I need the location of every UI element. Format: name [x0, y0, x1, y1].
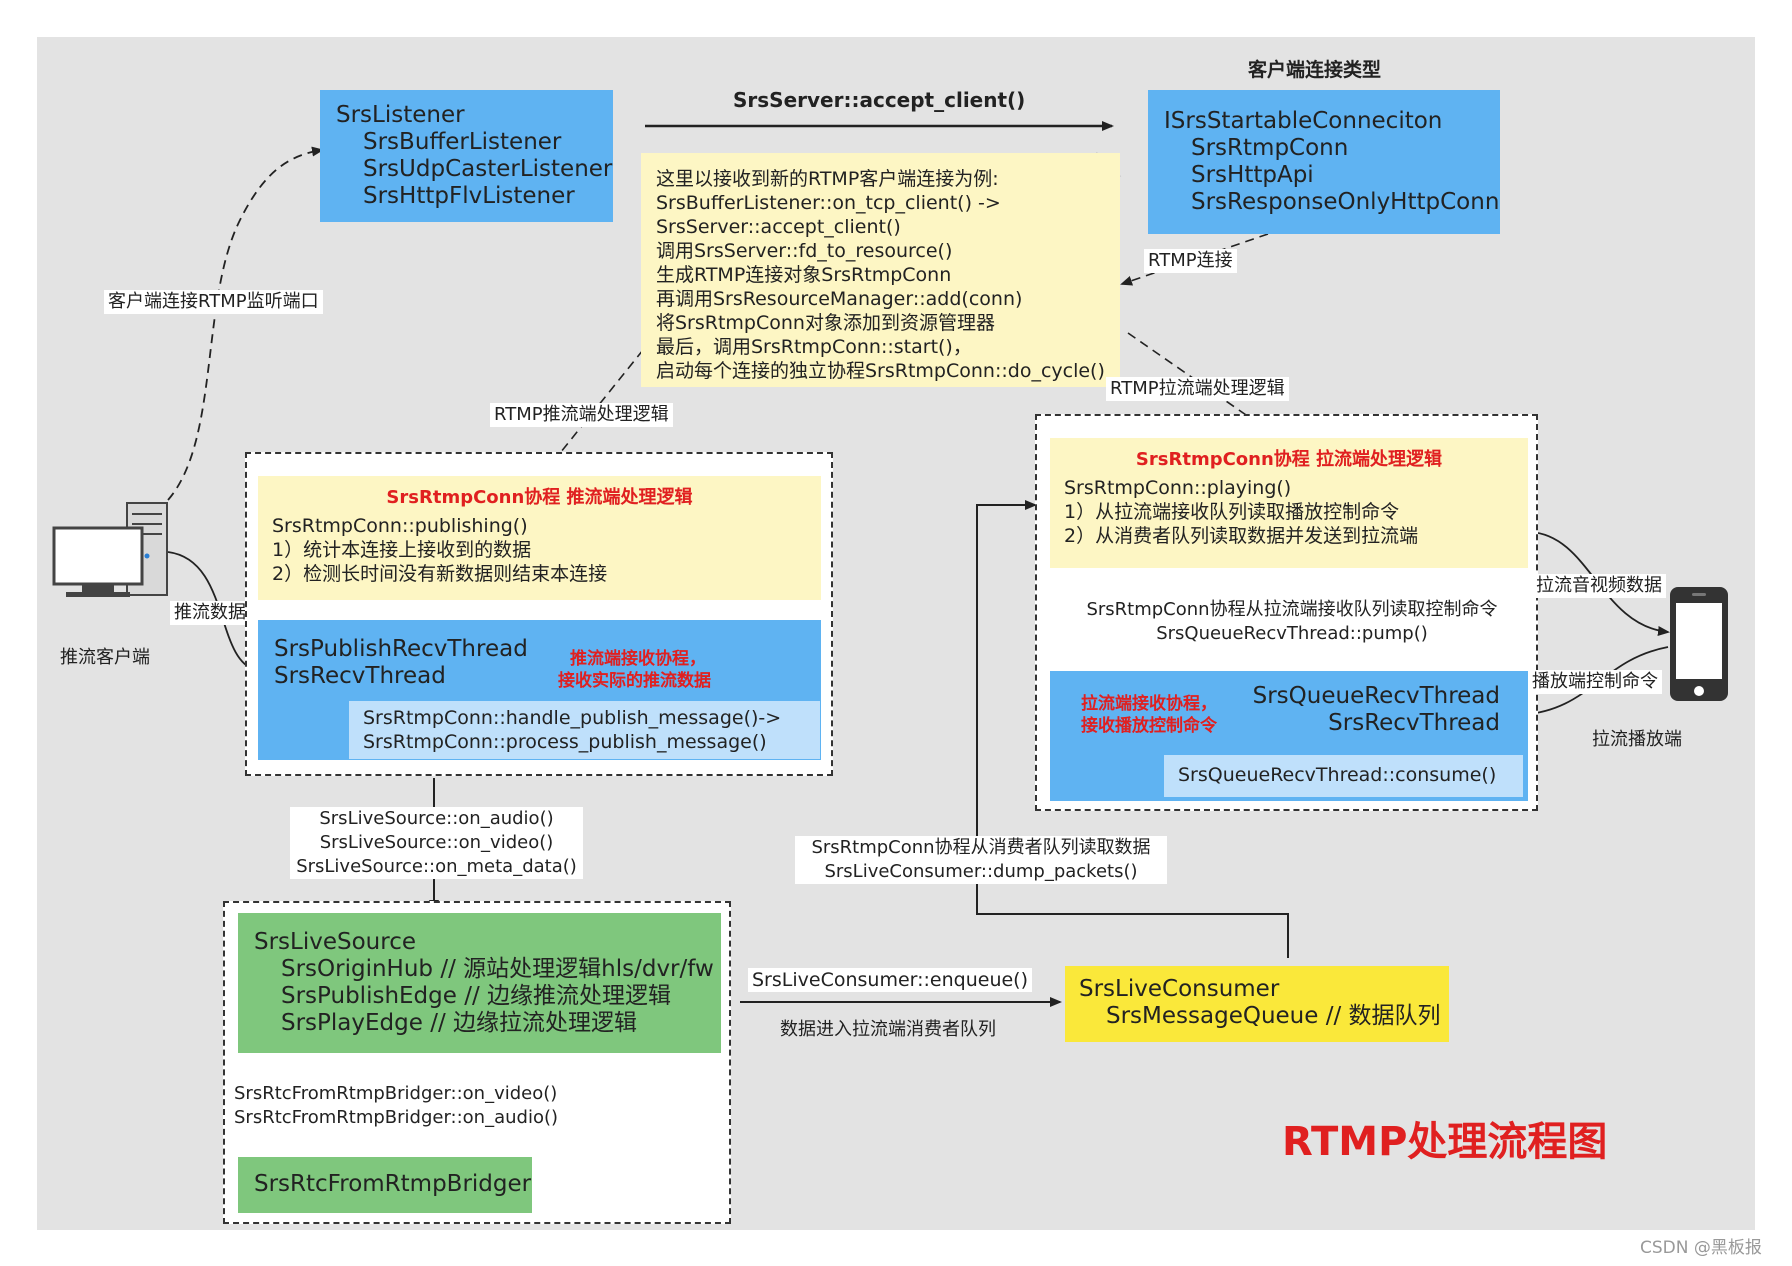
- play-thread-name: SrsRecvThread: [1328, 710, 1500, 736]
- publish-line: SrsRtmpConn::publishing(): [272, 515, 528, 537]
- conn-type-item: SrsResponseOnlyHttpConn: [1191, 189, 1500, 215]
- publish-logic-label: RTMP推流端处理逻辑: [490, 403, 673, 427]
- play-line: 2）从消费者队列读取数据并发送到拉流端: [1064, 525, 1419, 547]
- dump-label: SrsLiveConsumer::dump_packets(): [824, 861, 1138, 882]
- on-av-labels: SrsLiveSource::on_audio() SrsLiveSource:…: [290, 807, 583, 879]
- client-connect-label: 客户端连接RTMP监听端口: [104, 290, 323, 314]
- accept-client-label: SrsServer::accept_client(): [733, 88, 1026, 112]
- rtmp-conn-label: RTMP连接: [1144, 249, 1237, 273]
- push-data-label: 推流数据: [170, 601, 250, 625]
- note-line: SrsServer::accept_client(): [656, 216, 901, 238]
- player-label: 拉流播放端: [1592, 729, 1682, 750]
- play-thread-note-line: 接收播放控制命令: [1081, 716, 1217, 736]
- note-line: 最后，调用SrsRtmpConn::start()，: [656, 336, 972, 358]
- publish-thread-note-line: 推流端接收协程，: [570, 649, 706, 669]
- publish-handle-box: SrsRtmpConn::handle_publish_message()-> …: [349, 701, 820, 759]
- mobile-phone-icon: [1670, 587, 1728, 701]
- note-line: 这里以接收到新的RTMP客户端连接为例:: [656, 168, 999, 190]
- on-av-label: SrsLiveSource::on_meta_data(): [296, 856, 577, 877]
- live-consumer-title: SrsLiveConsumer: [1079, 976, 1280, 1002]
- rtc-bridge-box: SrsRtcFromRtmpBridger: [238, 1157, 532, 1213]
- dump-packets-arrow: [976, 500, 1289, 958]
- pump-label: SrsQueueRecvThread::pump(): [1156, 623, 1428, 644]
- desktop-computer-icon: [52, 502, 168, 597]
- flow-note: 这里以接收到新的RTMP客户端连接为例: SrsBufferListener::…: [641, 153, 1120, 387]
- publish-thread-names: SrsPublishRecvThread SrsRecvThread: [274, 636, 528, 690]
- conn-type-item: SrsHttpApi: [1191, 162, 1314, 188]
- play-thread-names: SrsQueueRecvThread SrsRecvThread: [1253, 683, 1500, 737]
- publish-line: 2）检测长时间没有新数据则结束本连接: [272, 563, 608, 585]
- note-line: 再调用SrsResourceManager::add(conn): [656, 288, 1023, 310]
- pump-label: SrsRtmpConn协程从拉流端接收队列读取控制命令: [1086, 599, 1498, 620]
- note-line: 调用SrsServer::fd_to_resource(): [656, 240, 953, 262]
- live-source-item: SrsOriginHub // 源站处理逻辑hls/dvr/fw: [281, 956, 714, 982]
- listener-item: SrsHttpFlvListener: [363, 183, 575, 209]
- publish-thread-note-line: 接收实际的推流数据: [558, 671, 711, 691]
- enqueue-label: SrsLiveConsumer::enqueue(): [748, 968, 1033, 992]
- play-line: SrsRtmpConn::playing(): [1064, 477, 1292, 499]
- play-thread-name: SrsQueueRecvThread: [1252, 683, 1500, 709]
- listener-item: SrsBufferListener: [363, 129, 562, 155]
- listener-title: SrsListener: [336, 102, 465, 128]
- note-line: SrsBufferListener::on_tcp_client() ->: [656, 192, 1001, 214]
- push-client-label: 推流客户端: [60, 647, 150, 668]
- queue-recv-thread-box: 拉流端接收协程， 接收播放控制命令 SrsQueueRecvThread Srs…: [1050, 671, 1528, 801]
- rtc-bridge-title: SrsRtcFromRtmpBridger: [254, 1171, 532, 1197]
- rtc-bridge-call: SrsRtcFromRtmpBridger::on_video(): [234, 1083, 558, 1104]
- live-source-title: SrsLiveSource: [254, 929, 416, 955]
- publish-logic-box: SrsRtmpConn协程 推流端处理逻辑 SrsRtmpConn::publi…: [258, 476, 821, 600]
- note-line: 生成RTMP连接对象SrsRtmpConn: [656, 264, 952, 286]
- consume-label: SrsQueueRecvThread::consume(): [1178, 764, 1497, 786]
- conn-type-item: SrsRtmpConn: [1191, 135, 1349, 161]
- listener-item: SrsUdpCasterListener: [363, 156, 613, 182]
- on-av-label: SrsLiveSource::on_video(): [319, 832, 554, 853]
- pump-labels: SrsRtmpConn协程从拉流端接收队列读取控制命令 SrsQueueRecv…: [1062, 598, 1522, 646]
- publish-header: SrsRtmpConn协程 推流端处理逻辑: [386, 487, 693, 508]
- dump-label: SrsRtmpConn协程从消费者队列读取数据: [811, 837, 1151, 858]
- live-source-item: SrsPublishEdge // 边缘推流处理逻辑: [281, 983, 672, 1009]
- play-ctrl-label: 播放端控制命令: [1528, 670, 1662, 694]
- play-logic-box: SrsRtmpConn协程 拉流端处理逻辑 SrsRtmpConn::playi…: [1050, 438, 1528, 568]
- conn-types-box: ISrsStartableConneciton SrsRtmpConn SrsH…: [1148, 90, 1500, 234]
- play-header: SrsRtmpConn协程 拉流端处理逻辑: [1135, 449, 1443, 470]
- rtc-bridge-call: SrsRtcFromRtmpBridger::on_audio(): [234, 1107, 559, 1128]
- pull-av-label: 拉流音视频数据: [1532, 574, 1666, 598]
- publish-thread-note: 推流端接收协程， 接收实际的推流数据: [558, 648, 711, 692]
- play-thread-note: 拉流端接收协程， 接收播放控制命令: [1081, 693, 1217, 737]
- client-to-listener-arrow: [167, 146, 324, 501]
- live-consumer-item: SrsMessageQueue // 数据队列: [1106, 1003, 1441, 1029]
- watermark: CSDN @黑板报: [1640, 1238, 1762, 1258]
- publish-handle-line: SrsRtmpConn::process_publish_message(): [363, 731, 767, 753]
- rtc-bridge-calls: SrsRtcFromRtmpBridger::on_video() SrsRtc…: [230, 1082, 563, 1130]
- live-source-item: SrsPlayEdge // 边缘拉流处理逻辑: [281, 1010, 638, 1036]
- enqueue-desc-label: 数据进入拉流端消费者队列: [780, 1019, 996, 1040]
- publish-thread-name: SrsRecvThread: [274, 663, 446, 689]
- publish-thread-name: SrsPublishRecvThread: [274, 636, 528, 662]
- live-consumer-box: SrsLiveConsumer SrsMessageQueue // 数据队列: [1065, 966, 1449, 1042]
- consume-box: SrsQueueRecvThread::consume(): [1164, 755, 1523, 797]
- note-line: 启动每个连接的独立协程SrsRtmpConn::do_cycle(): [656, 360, 1105, 382]
- play-line: 1）从拉流端接收队列读取播放控制命令: [1064, 501, 1400, 523]
- live-source-box: SrsLiveSource SrsOriginHub // 源站处理逻辑hls/…: [238, 913, 721, 1053]
- on-av-label: SrsLiveSource::on_audio(): [319, 808, 554, 829]
- play-logic-label: RTMP拉流端处理逻辑: [1106, 377, 1289, 401]
- play-thread-note-line: 拉流端接收协程，: [1081, 694, 1217, 714]
- note-line: 将SrsRtmpConn对象添加到资源管理器: [656, 312, 995, 334]
- conn-types-heading: 客户端连接类型: [1248, 59, 1382, 81]
- publish-recv-thread-box: SrsPublishRecvThread SrsRecvThread 推流端接收…: [258, 620, 821, 760]
- listener-box: SrsListener SrsBufferListener SrsUdpCast…: [320, 90, 613, 222]
- publish-handle-line: SrsRtmpConn::handle_publish_message()->: [363, 707, 782, 729]
- diagram-title: RTMP处理流程图: [1282, 1119, 1608, 1165]
- publish-line: 1）统计本连接上接收到的数据: [272, 539, 532, 561]
- dump-labels: SrsRtmpConn协程从消费者队列读取数据 SrsLiveConsumer:…: [795, 836, 1167, 884]
- conn-types-title: ISrsStartableConneciton: [1164, 108, 1443, 134]
